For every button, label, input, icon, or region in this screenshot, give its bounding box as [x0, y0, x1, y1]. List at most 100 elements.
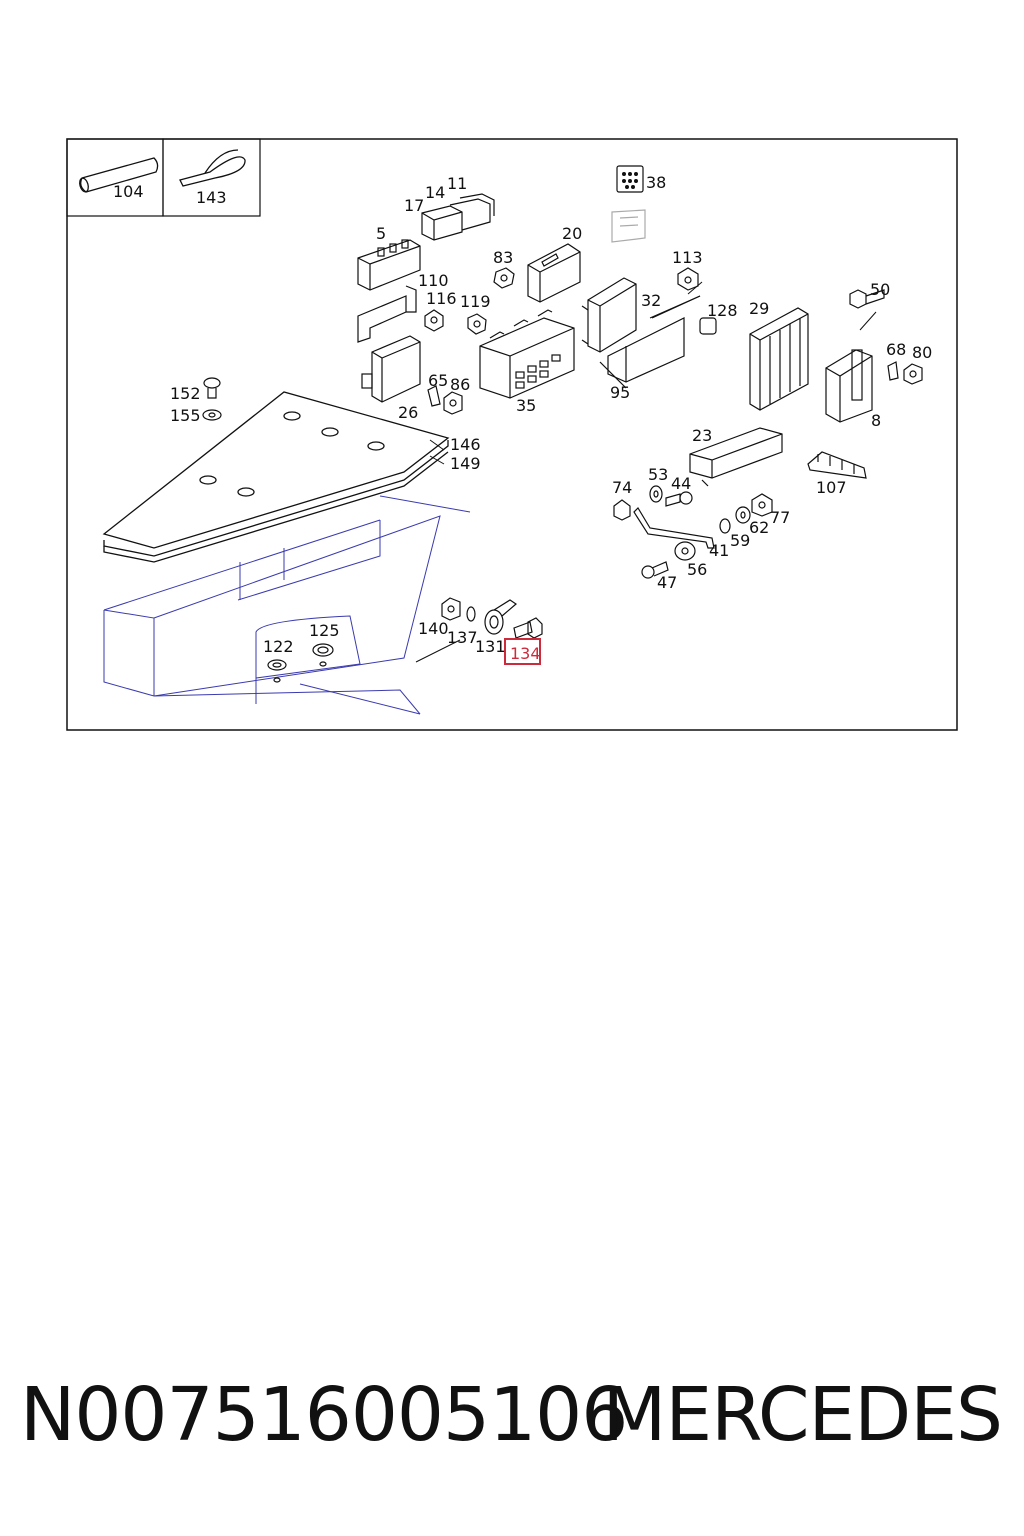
part-155-washer-icon	[202, 409, 222, 421]
part-74-screw-icon	[613, 499, 631, 521]
callout-17: 17	[404, 196, 424, 215]
part-59-washer-icon	[719, 518, 731, 534]
part-47-screw-icon	[641, 561, 669, 579]
callout-95: 95	[610, 383, 630, 402]
part-11-14-17-relay-cluster-icon	[421, 193, 495, 241]
callout-5: 5	[376, 224, 386, 243]
part-35-fuse-box-icon	[479, 309, 575, 399]
callout-128: 128	[707, 301, 738, 320]
part-146-149-cover-plates-icon	[102, 391, 450, 563]
part-110-bracket-icon	[357, 285, 417, 343]
part-134-bolt-icon	[513, 617, 543, 639]
footer: N007516005106 MERCEDES	[0, 1372, 1024, 1482]
callout-110: 110	[418, 271, 449, 290]
callout-53: 53	[648, 465, 668, 484]
callout-155: 155	[170, 406, 201, 425]
brand-name: MERCEDES	[602, 1372, 1003, 1458]
part-5-connector-module-icon	[357, 239, 421, 291]
callout-74: 74	[612, 478, 632, 497]
housing-gap-line	[415, 639, 461, 663]
part-128-bushing-icon	[699, 317, 717, 335]
callout-152: 152	[170, 384, 201, 403]
part-26-module-icon	[361, 335, 421, 403]
part-119-nut-icon	[467, 313, 487, 335]
part-38-relay-icon	[616, 165, 644, 193]
callout-113: 113	[672, 248, 703, 267]
part-23-module-icon	[689, 427, 783, 487]
callout-125: 125	[309, 621, 340, 640]
leader-lines	[429, 281, 877, 465]
callout-59: 59	[730, 531, 750, 550]
part-20-module-icon	[527, 243, 581, 303]
callout-143: 143	[196, 188, 227, 207]
part-131-clamp-icon	[484, 599, 517, 635]
callout-116: 116	[426, 289, 457, 308]
callout-35: 35	[516, 396, 536, 415]
callout-14: 14	[425, 183, 445, 202]
part-50-bolt-icon	[849, 289, 885, 309]
callout-50: 50	[870, 280, 890, 299]
callout-107: 107	[816, 478, 847, 497]
part-86-nut-icon	[443, 391, 463, 415]
diagram-frame	[66, 138, 958, 731]
callout-labels: 104 143 38 14 11 17 5 20 83 113 110 116 …	[113, 173, 932, 663]
callout-29: 29	[749, 299, 769, 318]
part-80-nut-icon	[903, 363, 923, 385]
lower-housing-outline	[103, 495, 471, 715]
highlight-box-134	[504, 638, 541, 665]
part-140-nut-icon	[441, 597, 461, 621]
part-107-terminal-strip-icon	[807, 451, 867, 479]
part-65-clip-icon	[427, 385, 441, 407]
callout-122: 122	[263, 637, 294, 656]
callout-32: 32	[641, 291, 661, 310]
callout-47: 47	[657, 573, 677, 592]
part-104-sleeve-icon	[79, 157, 159, 193]
callout-44: 44	[671, 474, 691, 493]
part-113-nut-icon	[677, 267, 699, 291]
part-8-module-icon	[825, 349, 873, 423]
callout-146: 146	[450, 435, 481, 454]
callout-20: 20	[562, 224, 582, 243]
inset-box-143	[162, 138, 261, 217]
callout-83: 83	[493, 248, 513, 267]
part-125-grommet-icon	[312, 643, 334, 667]
part-122-grommet-icon	[267, 659, 287, 683]
part-38-base-icon	[611, 209, 646, 243]
callout-77: 77	[770, 508, 790, 527]
inset-box-104	[66, 138, 164, 217]
part-116-nut-icon	[424, 309, 444, 332]
part-number: N007516005106	[20, 1372, 628, 1458]
callout-56: 56	[687, 560, 707, 579]
part-41-bracket-icon	[633, 507, 715, 549]
callout-62: 62	[749, 518, 769, 537]
part-56-washer-icon	[674, 541, 696, 561]
part-68-clip-icon	[887, 361, 899, 381]
callout-140: 140	[418, 619, 449, 638]
part-32-control-module-icon	[581, 277, 637, 353]
part-143-cable-tie-icon	[179, 149, 246, 187]
callout-86: 86	[450, 375, 470, 394]
callout-65: 65	[428, 371, 448, 390]
part-77-nut-icon	[751, 493, 773, 517]
callout-119: 119	[460, 292, 491, 311]
callout-149: 149	[450, 454, 481, 473]
callout-80: 80	[912, 343, 932, 362]
callout-104: 104	[113, 182, 144, 201]
callout-134: 134	[510, 644, 541, 663]
part-152-screw-icon	[203, 377, 221, 399]
callout-26: 26	[398, 403, 418, 422]
part-83-nut-icon	[493, 267, 515, 289]
callout-68: 68	[886, 340, 906, 359]
callout-11: 11	[447, 174, 467, 193]
part-137-washer-icon	[466, 606, 476, 622]
part-44-screw-icon	[665, 491, 693, 507]
callout-23: 23	[692, 426, 712, 445]
part-29-heatsink-module-icon	[749, 307, 809, 411]
part-62-washer-icon	[735, 506, 751, 524]
callout-137: 137	[447, 628, 478, 647]
callout-41: 41	[709, 541, 729, 560]
callout-38: 38	[646, 173, 666, 192]
part-53-washer-icon	[649, 485, 663, 503]
callout-8: 8	[871, 411, 881, 430]
